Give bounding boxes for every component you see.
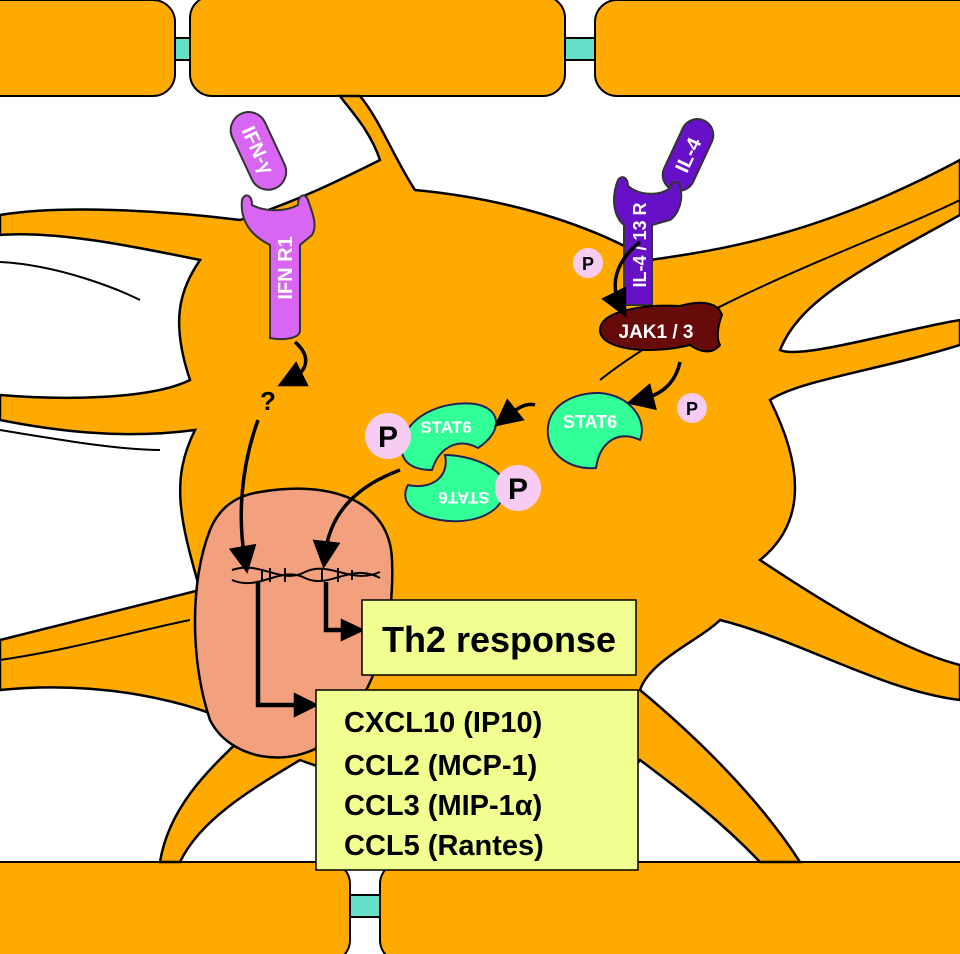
expression-arrows — [255, 582, 366, 718]
ifn-r1-receptor: IFN R1 — [240, 194, 316, 340]
il4-13-receptor: IL-4 / 13 R — [613, 176, 683, 306]
il4-13-receptor-label: IL-4 / 13 R — [630, 202, 650, 287]
neighbor-cell — [0, 861, 351, 954]
svg-text:P: P — [582, 254, 594, 274]
stat6-label: STAT6 — [438, 488, 489, 507]
unknown-mechanism-label: ? — [260, 386, 276, 416]
stat6-label: STAT6 — [563, 412, 617, 432]
neighbor-cell — [379, 861, 960, 954]
dendrite-outline — [0, 261, 141, 301]
th2-response-label: Th2 response — [382, 619, 616, 660]
stat6-label: STAT6 — [420, 418, 471, 437]
stat6-dimer: STAT6 STAT6 — [400, 402, 507, 523]
dna-icon — [231, 566, 381, 585]
chemokine-label: CCL5 (Rantes) — [344, 830, 544, 862]
svg-text:P: P — [508, 473, 528, 506]
neighbor-cell — [0, 0, 176, 97]
phosphate: P — [573, 248, 603, 278]
chemokine-box: CXCL10 (IP10) CCL2 (MCP-1) CCL3 (MIP-1α)… — [315, 689, 639, 871]
jak-label: JAK1 / 3 — [619, 322, 694, 343]
signaling-arrows — [228, 240, 682, 574]
ifn-gamma-ligand: IFN-γ — [229, 111, 288, 191]
chemokine-label: CCL2 (MCP-1) — [344, 750, 537, 782]
il4-ligand: IL-4 — [661, 118, 715, 192]
jak-kinase: JAK1 / 3 — [598, 301, 724, 353]
ifn-r1-label: IFN R1 — [275, 236, 297, 299]
neighbor-cell — [189, 0, 566, 97]
th2-response-box: Th2 response — [361, 599, 637, 676]
chemokine-label: CXCL10 (IP10) — [344, 707, 542, 739]
phosphate: P — [495, 465, 541, 511]
stat6-monomer: STAT6 — [546, 391, 643, 470]
neighbor-cell — [594, 0, 960, 97]
phosphate: P — [365, 413, 411, 459]
dendrite-outline — [0, 429, 161, 451]
chemokine-label: CCL3 (MIP-1α) — [344, 790, 542, 822]
dendrite-outline — [0, 619, 191, 661]
svg-text:P: P — [378, 421, 398, 454]
svg-text:P: P — [686, 399, 698, 419]
phosphate: P — [677, 393, 707, 423]
